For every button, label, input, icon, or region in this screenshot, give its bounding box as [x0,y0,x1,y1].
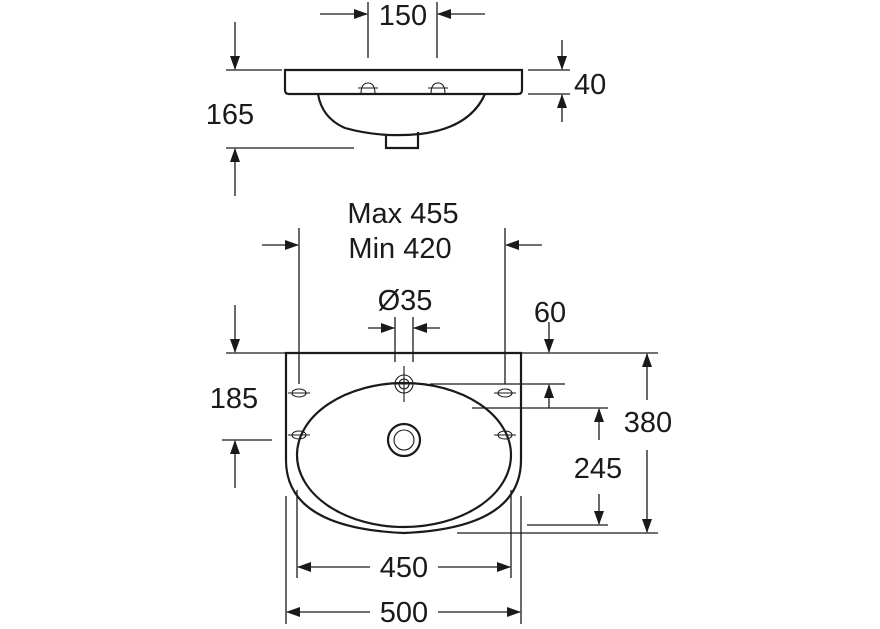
side-view-bowl [316,93,487,137]
dim-60-label: 60 [534,297,566,329]
side-view-tap-hole-right [428,82,448,95]
dim-450: 450 [296,490,512,584]
dim-35-label: Ø35 [378,285,433,317]
plan-view-outline [284,351,523,535]
dim-380: 380 [457,352,672,534]
fixing-hole-bottom-left [288,430,310,440]
side-view-tap-hole-left [358,82,378,95]
dim-40-label: 40 [574,69,606,101]
dim-tap-hole-diameter: Ø35 [368,285,440,362]
tap-hole [386,366,422,402]
dim-380-label: 380 [624,407,672,439]
dim-185-label: 185 [210,383,258,415]
side-view-rim [283,68,524,96]
dim-245-label: 245 [574,453,622,485]
dim-500: 500 [285,496,522,629]
waste-outlet [386,422,422,458]
plan-view: Max 455 Min 420 Ø35 60 185 [210,198,672,629]
fixing-hole-top-right [494,388,516,398]
fixing-hole-top-left [288,388,310,398]
dim-min-420-label: Min 420 [348,233,451,265]
side-view: 150 40 165 [206,0,606,196]
side-view-waste-outlet [384,132,420,150]
dim-wall-distance: Max 455 Min 420 [262,198,542,384]
dim-150: 150 [320,0,485,58]
dim-450-label: 450 [380,552,428,584]
dim-40: 40 [528,40,606,122]
dim-max-455-label: Max 455 [347,198,458,230]
dim-150-label: 150 [379,0,427,32]
dim-185: 185 [210,305,286,488]
dim-500-label: 500 [380,597,428,629]
dim-165-label: 165 [206,99,254,131]
dim-245: 245 [472,407,622,526]
dim-165: 165 [206,22,354,196]
dim-60: 60 [430,297,575,408]
fixing-hole-bottom-right [494,430,516,440]
